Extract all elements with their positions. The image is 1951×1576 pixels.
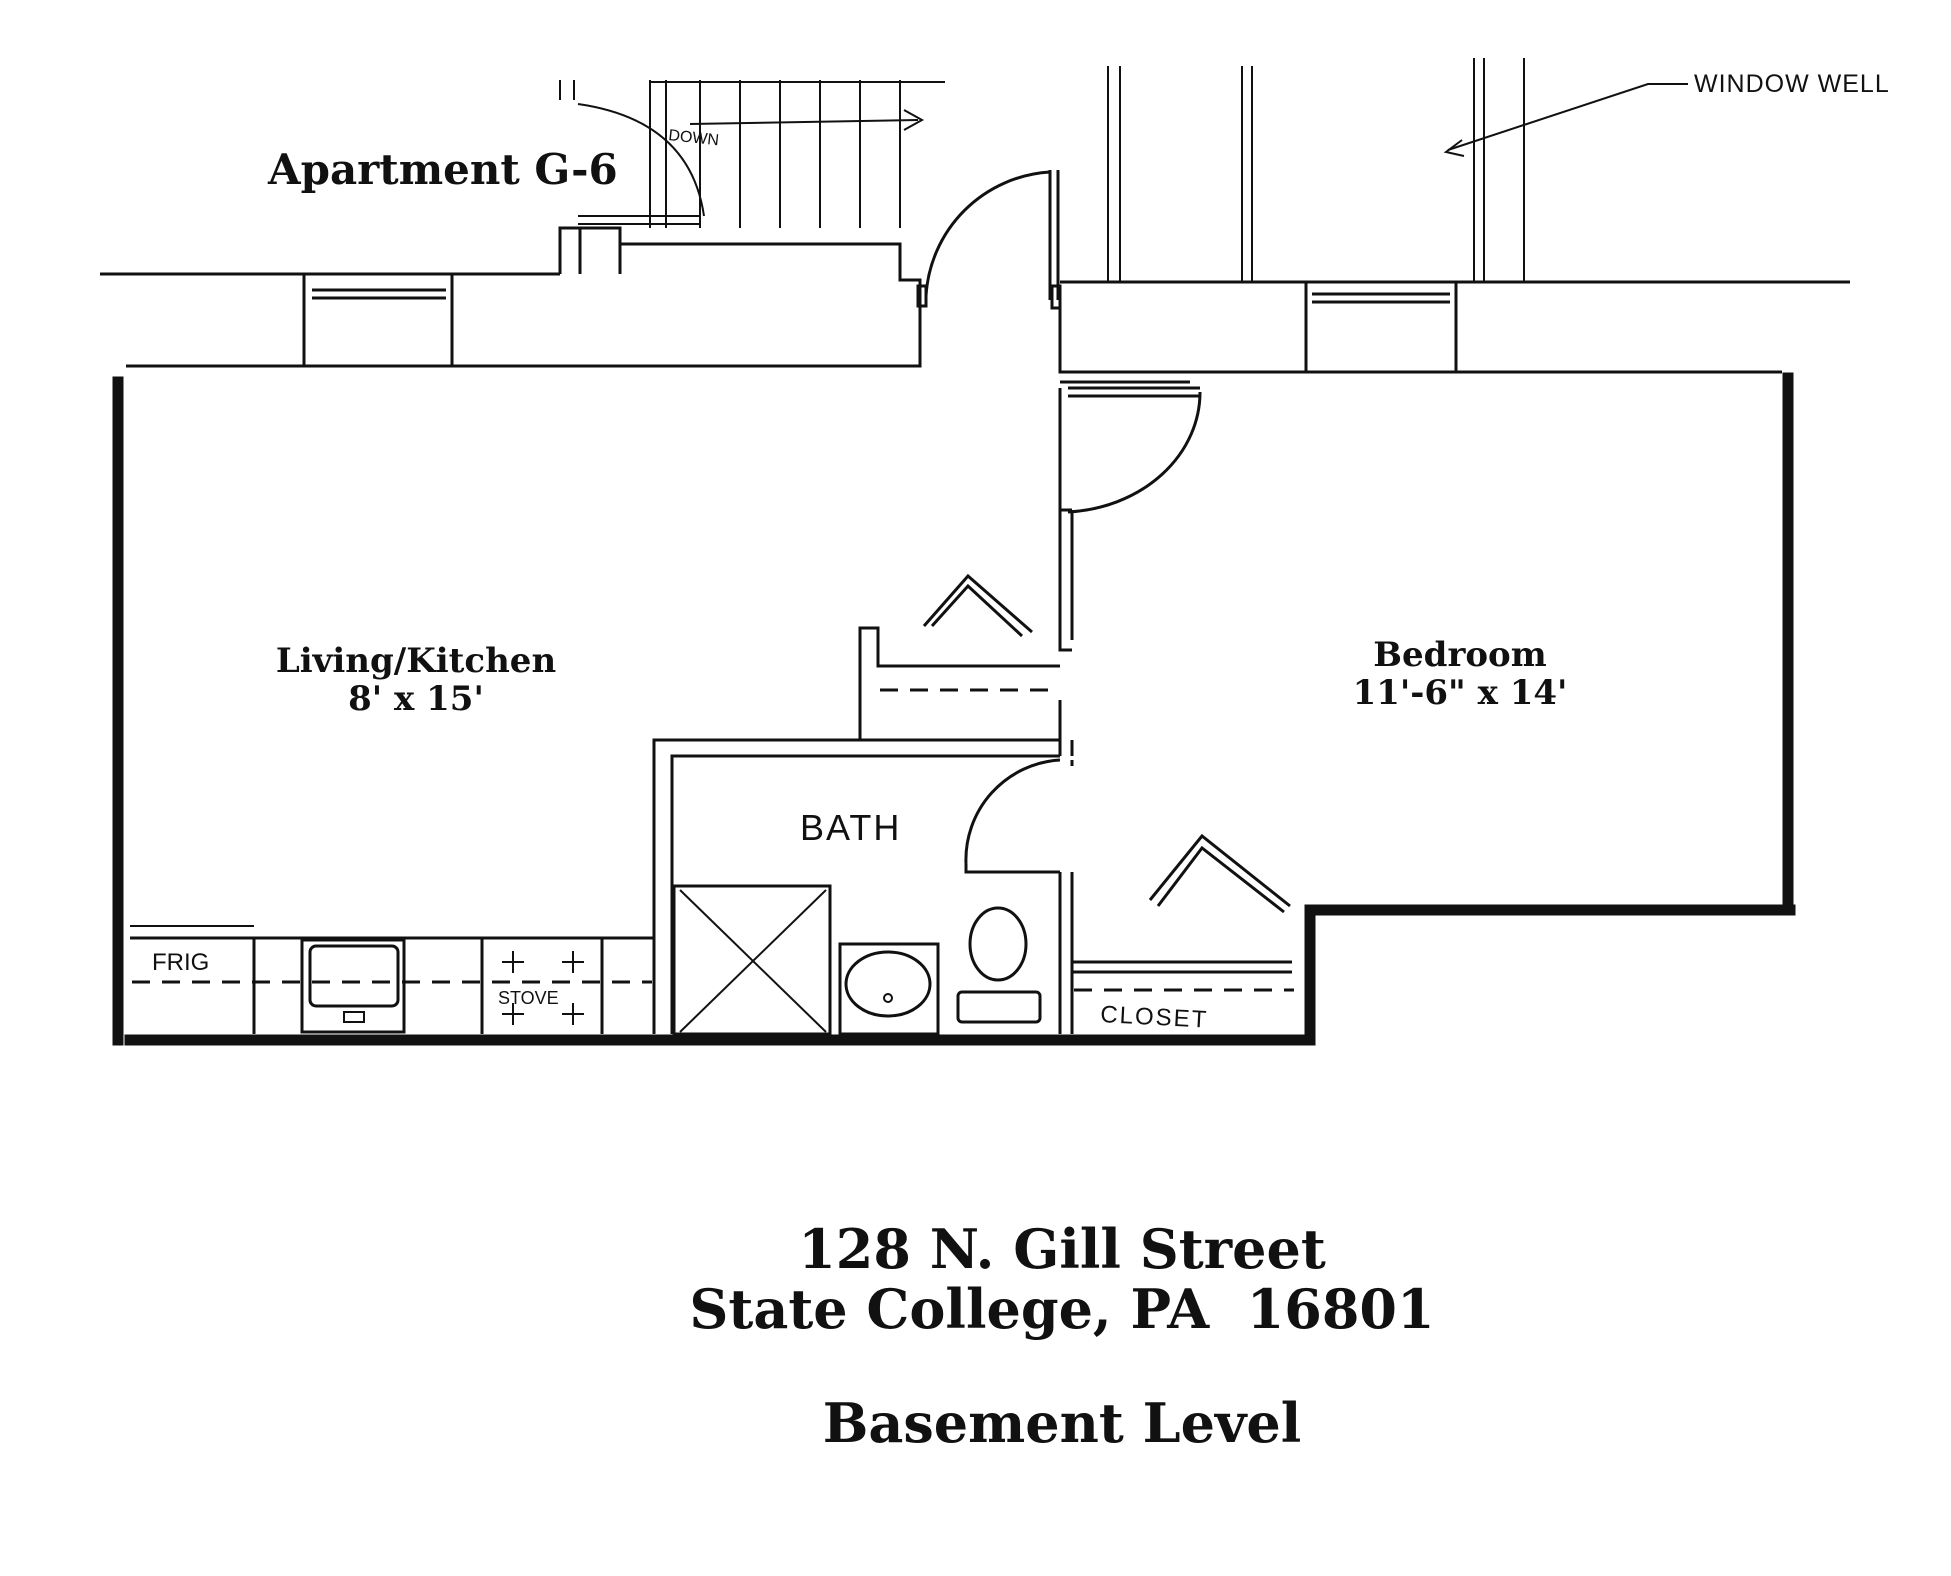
- stove-label: STOVE: [498, 988, 559, 1008]
- linen-closet: [858, 573, 1072, 742]
- bath-label: BATH: [800, 807, 901, 848]
- down-arrow-icon: [689, 109, 925, 131]
- closet-label: CLOSET: [1100, 1001, 1209, 1034]
- bath-walls: [652, 700, 1074, 1034]
- right-window: [1304, 282, 1458, 372]
- exterior-walls: [112, 372, 1796, 1046]
- frig-label: FRIG: [152, 949, 209, 976]
- kitchen-sink: [300, 938, 406, 1034]
- bedroom-closet: [1072, 833, 1294, 992]
- window-well-label: WINDOW WELL: [1694, 70, 1890, 98]
- shower-stall: [672, 884, 832, 1036]
- stove-burners-icon: [502, 951, 584, 1025]
- living-kitchen-size: 8' x 15': [348, 679, 484, 719]
- bedroom-label: Bedroom: [1373, 635, 1546, 675]
- bedroom-size: 11'-6" x 14': [1353, 673, 1568, 713]
- bath-sink: [838, 942, 940, 1036]
- kitchen-counter: [130, 925, 654, 1034]
- address-street: 128 N. Gill Street: [798, 1217, 1326, 1281]
- exterior-grade-line: [100, 272, 1850, 284]
- front-wall: [126, 286, 1782, 384]
- living-kitchen-label: Living/Kitchen: [276, 641, 556, 681]
- pointer-arrow-icon: [1443, 83, 1688, 157]
- toilet: [956, 906, 1042, 1024]
- down-label: DOWN: [668, 127, 720, 149]
- apartment-title: Apartment G-6: [267, 145, 618, 194]
- bedroom-entry-door: [1058, 386, 1202, 640]
- level-label: Basement Level: [823, 1391, 1301, 1455]
- window-well: [1107, 58, 1525, 282]
- address-city: State College, PA 16801: [689, 1277, 1434, 1341]
- stairwell: [558, 80, 945, 300]
- left-window: [302, 274, 454, 366]
- entry-door: [916, 170, 1062, 310]
